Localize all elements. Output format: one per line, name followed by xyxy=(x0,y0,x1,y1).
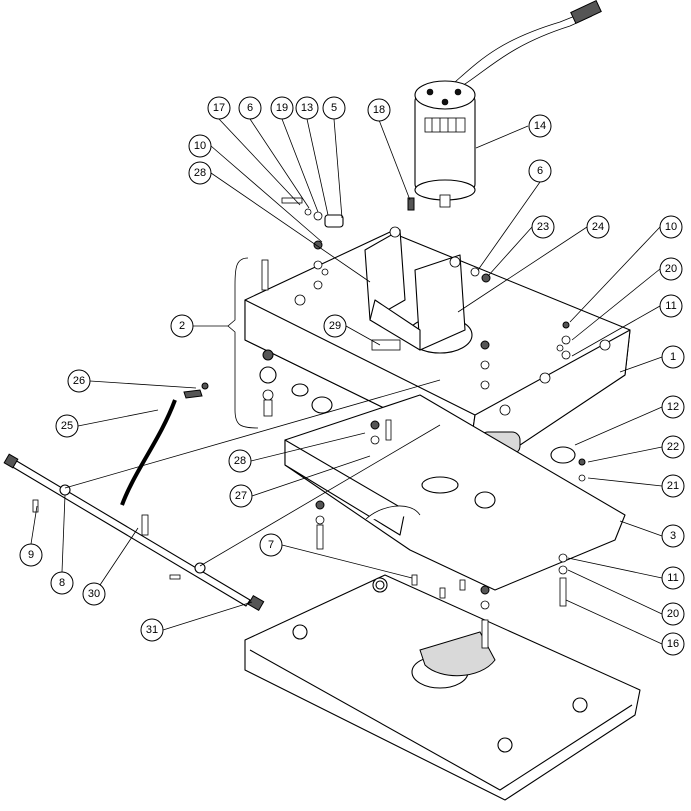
svg-text:10: 10 xyxy=(194,140,206,152)
svg-text:19: 19 xyxy=(276,102,288,114)
callout-28: 28 xyxy=(228,449,252,473)
callout-6: 6 xyxy=(528,159,552,183)
callout-13: 13 xyxy=(295,96,319,120)
shaft-and-hose xyxy=(3,389,265,612)
callout-27: 27 xyxy=(229,484,253,508)
callout-30: 30 xyxy=(82,582,106,606)
svg-text:16: 16 xyxy=(667,638,679,650)
callout-16: 16 xyxy=(661,632,685,656)
callout-10: 10 xyxy=(188,134,212,158)
svg-text:6: 6 xyxy=(247,102,253,114)
callout-5: 5 xyxy=(322,96,346,120)
svg-text:14: 14 xyxy=(534,120,546,132)
callout-25: 25 xyxy=(55,414,79,438)
svg-text:28: 28 xyxy=(194,167,206,179)
svg-text:20: 20 xyxy=(667,608,679,620)
callout-2: 2 xyxy=(170,314,194,338)
motor-assembly xyxy=(414,0,602,208)
svg-text:11: 11 xyxy=(665,300,676,312)
callout-11: 11 xyxy=(659,294,683,318)
svg-text:8: 8 xyxy=(59,577,65,589)
callout-3: 3 xyxy=(661,524,685,548)
callout-26: 26 xyxy=(67,369,91,393)
bottom-plate xyxy=(284,394,626,591)
callout-20: 20 xyxy=(661,602,685,626)
callout-31: 31 xyxy=(140,618,164,642)
svg-text:17: 17 xyxy=(213,102,225,114)
svg-text:2: 2 xyxy=(179,320,185,332)
fasteners xyxy=(32,197,586,649)
svg-text:7: 7 xyxy=(268,539,274,551)
motor-bracket xyxy=(364,226,466,351)
svg-text:29: 29 xyxy=(329,320,341,332)
callout-19: 19 xyxy=(270,96,294,120)
svg-text:27: 27 xyxy=(235,490,247,502)
svg-text:6: 6 xyxy=(537,165,543,177)
svg-text:13: 13 xyxy=(301,102,313,114)
svg-text:21: 21 xyxy=(667,480,679,492)
callout-21: 21 xyxy=(661,474,685,498)
callout-12: 12 xyxy=(661,395,685,419)
svg-text:5: 5 xyxy=(331,102,337,114)
callout-24: 24 xyxy=(586,215,610,239)
svg-text:23: 23 xyxy=(537,221,549,233)
callout-9: 9 xyxy=(19,543,43,567)
svg-text:11: 11 xyxy=(667,572,678,584)
svg-text:28: 28 xyxy=(234,455,246,467)
callout-28: 28 xyxy=(188,161,212,185)
callouts: 17 6 19 13 5 18 14 10 xyxy=(19,96,685,656)
svg-text:12: 12 xyxy=(667,401,679,413)
svg-text:26: 26 xyxy=(73,375,85,387)
callout-10: 10 xyxy=(659,215,683,239)
svg-text:20: 20 xyxy=(665,263,677,275)
callout-23: 23 xyxy=(531,215,555,239)
callout-6: 6 xyxy=(238,96,262,120)
callout-18: 18 xyxy=(367,98,391,122)
callout-17: 17 xyxy=(207,96,231,120)
callout-20: 20 xyxy=(659,257,683,281)
leader-lines xyxy=(30,118,663,645)
svg-text:18: 18 xyxy=(373,104,385,116)
svg-text:1: 1 xyxy=(670,351,676,363)
svg-text:9: 9 xyxy=(28,549,34,561)
svg-text:3: 3 xyxy=(670,530,676,542)
svg-text:10: 10 xyxy=(665,221,677,233)
callout-11: 11 xyxy=(661,566,685,590)
svg-text:31: 31 xyxy=(146,624,158,636)
callout-1: 1 xyxy=(661,345,685,369)
callout-14: 14 xyxy=(528,114,552,138)
base-plate xyxy=(244,574,641,801)
svg-text:24: 24 xyxy=(592,221,604,233)
callout-22: 22 xyxy=(661,435,685,459)
svg-text:22: 22 xyxy=(667,441,679,453)
callout-29: 29 xyxy=(323,314,347,338)
svg-text:30: 30 xyxy=(88,588,100,600)
callout-7: 7 xyxy=(259,533,283,557)
callout-8: 8 xyxy=(50,571,74,595)
svg-text:25: 25 xyxy=(61,420,73,432)
